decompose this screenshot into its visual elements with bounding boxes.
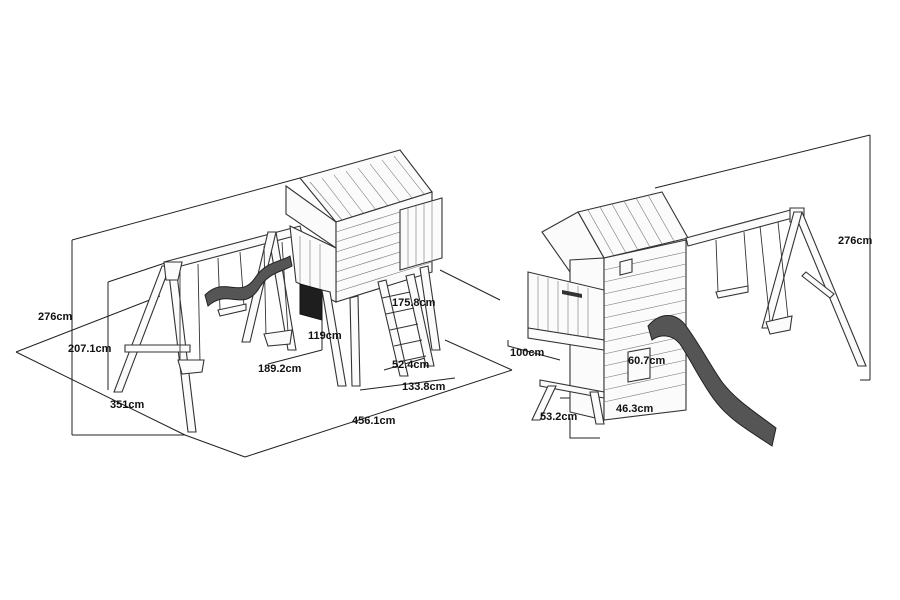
left-deck-line	[439, 269, 501, 301]
right-label-60: 60.7cm	[628, 355, 666, 367]
right-trapeze-bar	[715, 285, 749, 299]
right-brace	[801, 271, 835, 299]
swing-leg-front-left	[113, 265, 171, 393]
ladder-rail-b	[405, 273, 435, 367]
side-planks	[299, 236, 321, 294]
tower-post-c	[419, 265, 441, 351]
left-label-133: 133.8cm	[402, 381, 446, 393]
wave-slide-left	[204, 255, 293, 307]
left-playset-view: 276cm 207.1cm 351cm 189.2cm 119cm 175.8c…	[15, 149, 513, 458]
left-label-52: 52.4cm	[392, 359, 430, 371]
house-roof-planks	[587, 194, 675, 257]
right-label-46: 46.3cm	[616, 403, 654, 415]
wave-slide-right	[647, 315, 777, 447]
wall-planks	[335, 201, 433, 293]
left-label-175: 175.8cm	[392, 297, 436, 309]
left-length-ext-b	[444, 339, 513, 371]
roof-planks	[309, 155, 425, 221]
left-label-351: 351cm	[110, 399, 144, 411]
right-label-276: 276cm	[838, 235, 872, 247]
left-dimension-lines	[15, 177, 513, 458]
swing-seat-1	[177, 359, 205, 375]
left-length-line	[244, 369, 513, 458]
left-swings	[177, 241, 293, 375]
right-100-line	[507, 340, 561, 361]
left-label-207: 207.1cm	[68, 343, 112, 355]
house-shop-window	[627, 347, 651, 383]
left-depth-ext	[15, 295, 161, 353]
right-swing-frame	[685, 207, 867, 367]
right-trapeze-chains	[715, 231, 749, 293]
left-depth-line	[15, 351, 186, 436]
tower-post-a	[321, 289, 347, 387]
right-playset-view: 276cm 100cm 60.7cm 46.3cm 53.2cm	[507, 134, 872, 447]
left-label-119: 119cm	[308, 330, 342, 342]
tower-balcony	[399, 197, 443, 271]
left-1892-line	[267, 349, 323, 365]
tower-side-wall	[289, 225, 337, 303]
swing-brace-left	[124, 344, 191, 353]
right-label-53: 53.2cm	[540, 411, 578, 423]
left-length-ext-a	[184, 434, 246, 458]
left-top-extension	[71, 177, 301, 241]
table-leg-b	[589, 391, 605, 425]
house-window	[619, 258, 633, 276]
right-swing-beam	[685, 207, 801, 247]
chalkboard-panel	[299, 283, 323, 321]
balcony-rails	[407, 202, 433, 268]
right-height-top-ext	[654, 134, 871, 189]
right-label-100: 100cm	[510, 347, 544, 359]
swing-chain-1	[179, 263, 201, 363]
right-53-line	[569, 418, 600, 439]
right-leg-b	[761, 211, 803, 329]
left-1338-line	[359, 377, 456, 391]
trapeze-bar	[217, 303, 247, 317]
right-house	[527, 191, 689, 425]
swing-chain-3	[263, 241, 289, 337]
swing-chain-2	[217, 251, 245, 311]
left-label-456: 456.1cm	[352, 415, 396, 427]
right-swing-chains	[759, 221, 789, 323]
left-tower	[285, 149, 443, 387]
table-leg-a	[531, 385, 557, 421]
picnic-table	[539, 379, 605, 399]
left-swing-height-ext	[107, 261, 169, 283]
tower-post-b	[349, 295, 361, 387]
swing-beam-cap	[163, 261, 183, 281]
telescope-icon	[562, 290, 582, 298]
left-label-276: 276cm	[38, 311, 72, 323]
ladder-rail-a	[377, 279, 409, 377]
ladder-rungs	[381, 291, 427, 363]
left-label-189: 189.2cm	[258, 363, 302, 375]
swing-seat-3	[263, 329, 293, 347]
balcony-slats	[537, 276, 589, 339]
balcony-floor	[527, 327, 605, 351]
right-swing-seat	[765, 315, 793, 335]
